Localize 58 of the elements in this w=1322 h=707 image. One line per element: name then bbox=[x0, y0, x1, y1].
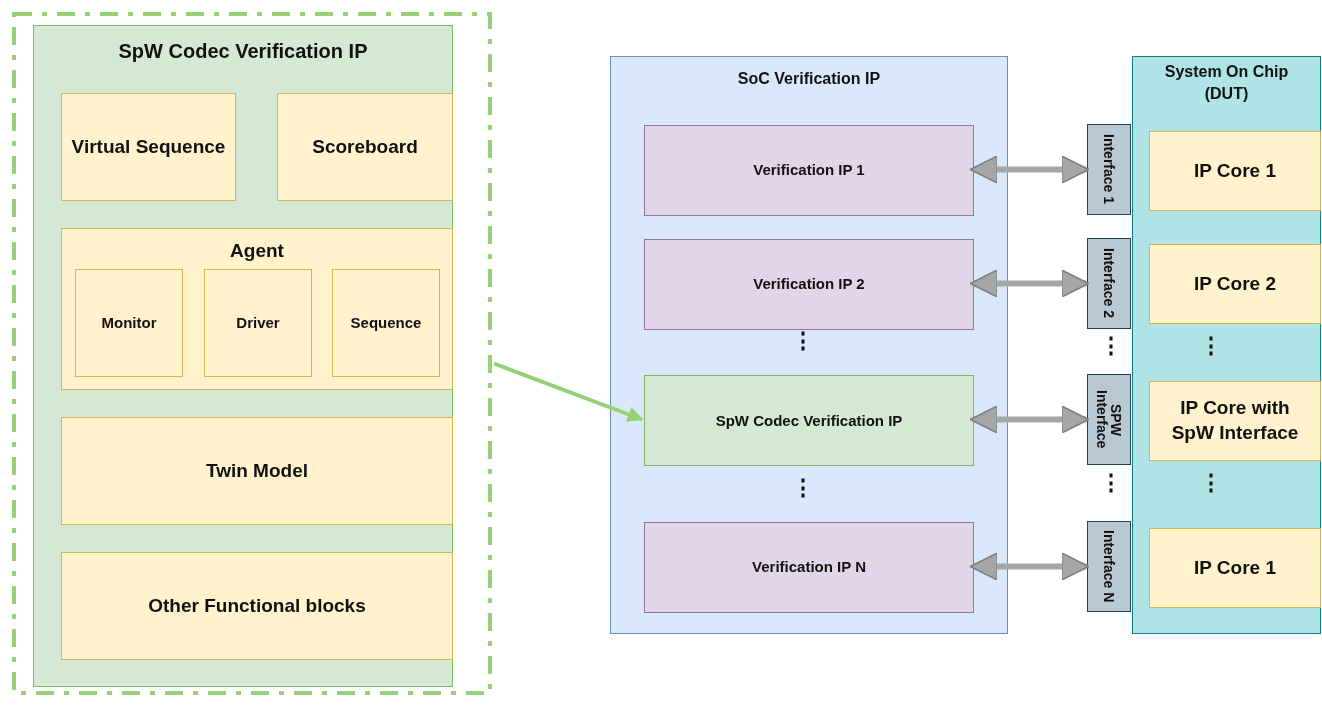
block-box bbox=[75, 269, 183, 377]
node-label: Verification IP 2 bbox=[753, 274, 865, 295]
block-box bbox=[61, 552, 453, 660]
ip-box bbox=[644, 375, 974, 466]
node-label: Agent bbox=[230, 239, 284, 263]
node-label: Virtual Sequence bbox=[71, 134, 226, 159]
node-label: Interface 1 bbox=[1102, 134, 1116, 205]
node-label: Sequence bbox=[350, 312, 422, 333]
ellipsis-dots: ⋮ bbox=[792, 330, 814, 352]
node-label: SoC Verification IP bbox=[737, 69, 881, 89]
node-label: IP Core with SpW Interface bbox=[1170, 396, 1300, 445]
container-box bbox=[610, 56, 1008, 634]
node-label: IP Core 2 bbox=[1194, 271, 1276, 296]
block-box bbox=[1149, 244, 1321, 324]
node-label: Other Functional blocks bbox=[148, 593, 366, 618]
block-box bbox=[1149, 131, 1321, 211]
component-box bbox=[33, 25, 453, 687]
block-box bbox=[332, 269, 440, 377]
double-arrow bbox=[969, 155, 1090, 184]
node-label: Driver bbox=[236, 312, 280, 333]
ellipsis-dots: ⋮ bbox=[1100, 335, 1122, 357]
node-label: System On Chip (DUT) bbox=[1163, 62, 1290, 105]
node-label: IP Core 1 bbox=[1194, 555, 1276, 580]
container-box bbox=[1132, 56, 1321, 634]
node-label: Monitor bbox=[101, 312, 157, 333]
block-box bbox=[61, 93, 236, 201]
ip-box bbox=[644, 522, 974, 613]
node-label: Verification IP N bbox=[752, 557, 866, 578]
ellipsis-dots: ⋮ bbox=[1200, 472, 1222, 494]
interface-box bbox=[1087, 238, 1131, 329]
node-label: Interface 2 bbox=[1102, 248, 1116, 319]
node-label: IP Core 1 bbox=[1194, 158, 1276, 183]
arrow bbox=[493, 361, 644, 422]
block-box bbox=[277, 93, 453, 201]
block-box bbox=[1149, 381, 1321, 461]
interface-box bbox=[1087, 521, 1131, 612]
node-label: SPW Interface bbox=[1095, 389, 1123, 451]
double-arrow bbox=[969, 269, 1090, 298]
dashed-frame bbox=[12, 12, 492, 695]
node-label: Scoreboard bbox=[312, 134, 418, 159]
interface-box bbox=[1087, 374, 1131, 465]
ellipsis-dots: ⋮ bbox=[1100, 472, 1122, 494]
block-box bbox=[1149, 528, 1321, 608]
ellipsis-dots: ⋮ bbox=[792, 477, 814, 499]
node-label: Twin Model bbox=[206, 458, 308, 483]
node-label: SpW Codec Verification IP bbox=[715, 410, 903, 431]
node-label: SpW Codec Verification IP bbox=[118, 39, 368, 64]
node-label: Verification IP 1 bbox=[753, 160, 865, 181]
node-label: Interface N bbox=[1102, 530, 1116, 603]
interface-box bbox=[1087, 124, 1131, 215]
ip-box bbox=[644, 125, 974, 216]
ellipsis-dots: ⋮ bbox=[1200, 335, 1222, 357]
block-box bbox=[204, 269, 312, 377]
ip-box bbox=[644, 239, 974, 330]
block-box bbox=[61, 417, 453, 525]
agent-box bbox=[61, 228, 453, 390]
double-arrow bbox=[969, 552, 1090, 581]
double-arrow bbox=[969, 405, 1090, 434]
